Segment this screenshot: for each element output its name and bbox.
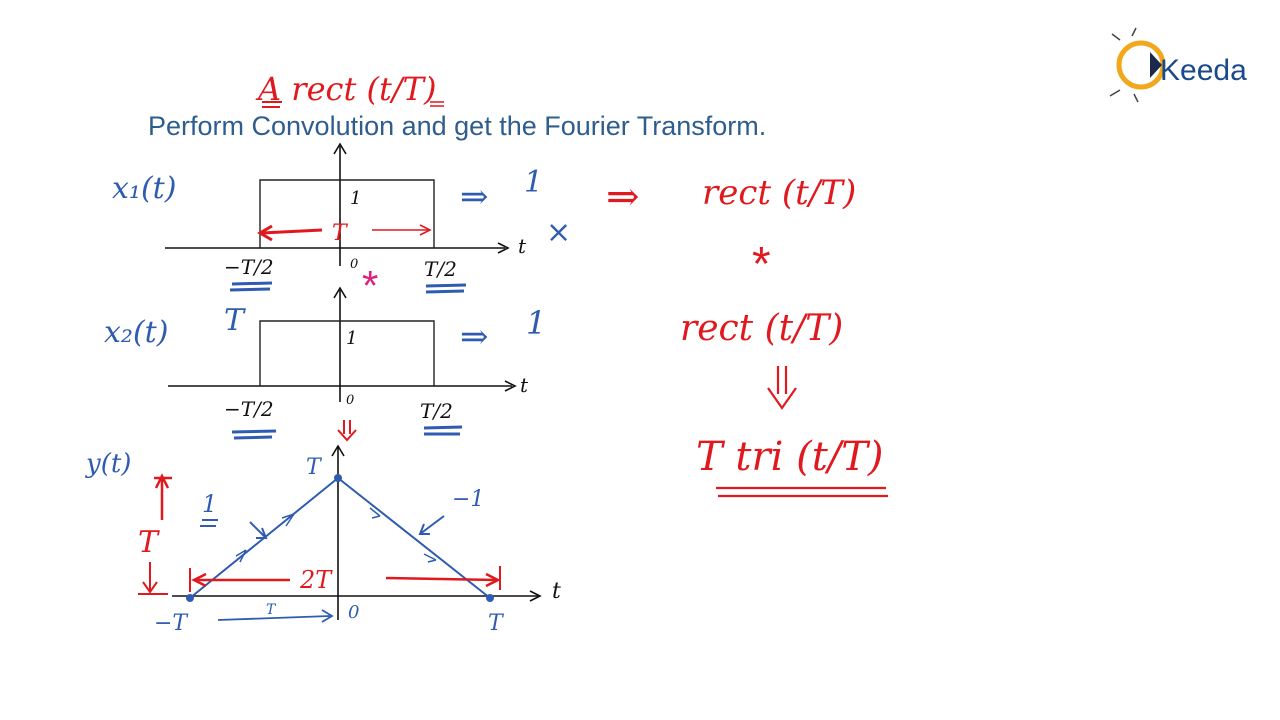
slope-negative-label: −1 — [452, 487, 484, 512]
brand-logo: Keeda — [1109, 27, 1247, 103]
x1-label: x₁(t) — [112, 171, 176, 206]
y-neg-T-label: −T — [154, 611, 189, 636]
x1-implies-icon: ⇒ — [460, 177, 489, 217]
x1-plot: 1 0 t −T/2 T/2 T — [165, 142, 527, 294]
x2-origin-label: 0 — [346, 393, 354, 408]
y-height-label: T — [138, 525, 160, 560]
y-t-label: t — [552, 579, 561, 604]
x2-neg-half-label: −T/2 — [224, 397, 274, 421]
x1-width-label: T — [332, 221, 349, 246]
x2-T-mark: T — [224, 303, 246, 338]
x2-label: x₂(t) — [104, 315, 168, 350]
x2-pos-half-label: T/2 — [420, 399, 453, 423]
y-pos-T-label: T — [488, 611, 505, 636]
convolution-star-icon: * — [362, 262, 378, 309]
y-width-2T-label: 2T — [299, 566, 333, 594]
brand-name: Keeda — [1160, 54, 1247, 87]
x1-pos-half-label: T/2 — [424, 257, 457, 281]
x1-axis-arrow — [497, 242, 510, 254]
top-note: A rect (t/T) — [255, 70, 436, 108]
x1-neg-half-label: −T/2 — [224, 255, 274, 279]
x2-value-one: 1 — [526, 304, 546, 342]
x2-t-label: t — [520, 373, 529, 397]
y-peak-label: T — [306, 455, 323, 480]
x2-rect-pulse — [259, 320, 435, 386]
right-result: T tri (t/T) — [696, 434, 884, 480]
down-arrow-icon — [337, 420, 357, 442]
x1-origin-label: 0 — [350, 257, 358, 272]
result-down-arrow-icon — [767, 366, 797, 410]
x2-implies-icon: ⇒ — [460, 317, 489, 357]
y-label: y(t) — [85, 449, 131, 479]
right-rect-1: rect (t/T) — [702, 173, 856, 213]
slope-positive-label: 1 — [202, 490, 217, 518]
x1-rect-pulse — [259, 179, 435, 248]
y-plot: T 0 t −T T 1 −1 T 2T T — [138, 444, 561, 636]
x1-t-label: t — [518, 234, 527, 258]
right-conv-star-icon: * — [752, 238, 771, 291]
cross-mark: × — [546, 215, 571, 250]
y-origin-label: 0 — [348, 602, 359, 623]
right-rect-2: rect (t/T) — [680, 308, 843, 349]
result-underline — [716, 486, 888, 498]
x1-amplitude-label: 1 — [350, 188, 361, 209]
big-implies-icon: ⇒ — [606, 174, 640, 220]
x1-value-one: 1 — [524, 165, 543, 200]
y-span-T-label: T — [266, 602, 277, 618]
page-title: Perform Convolution and get the Fourier … — [148, 111, 767, 141]
x2-plot: 1 0 t −T/2 T/2 — [168, 286, 529, 440]
x2-amplitude-label: 1 — [346, 328, 357, 349]
